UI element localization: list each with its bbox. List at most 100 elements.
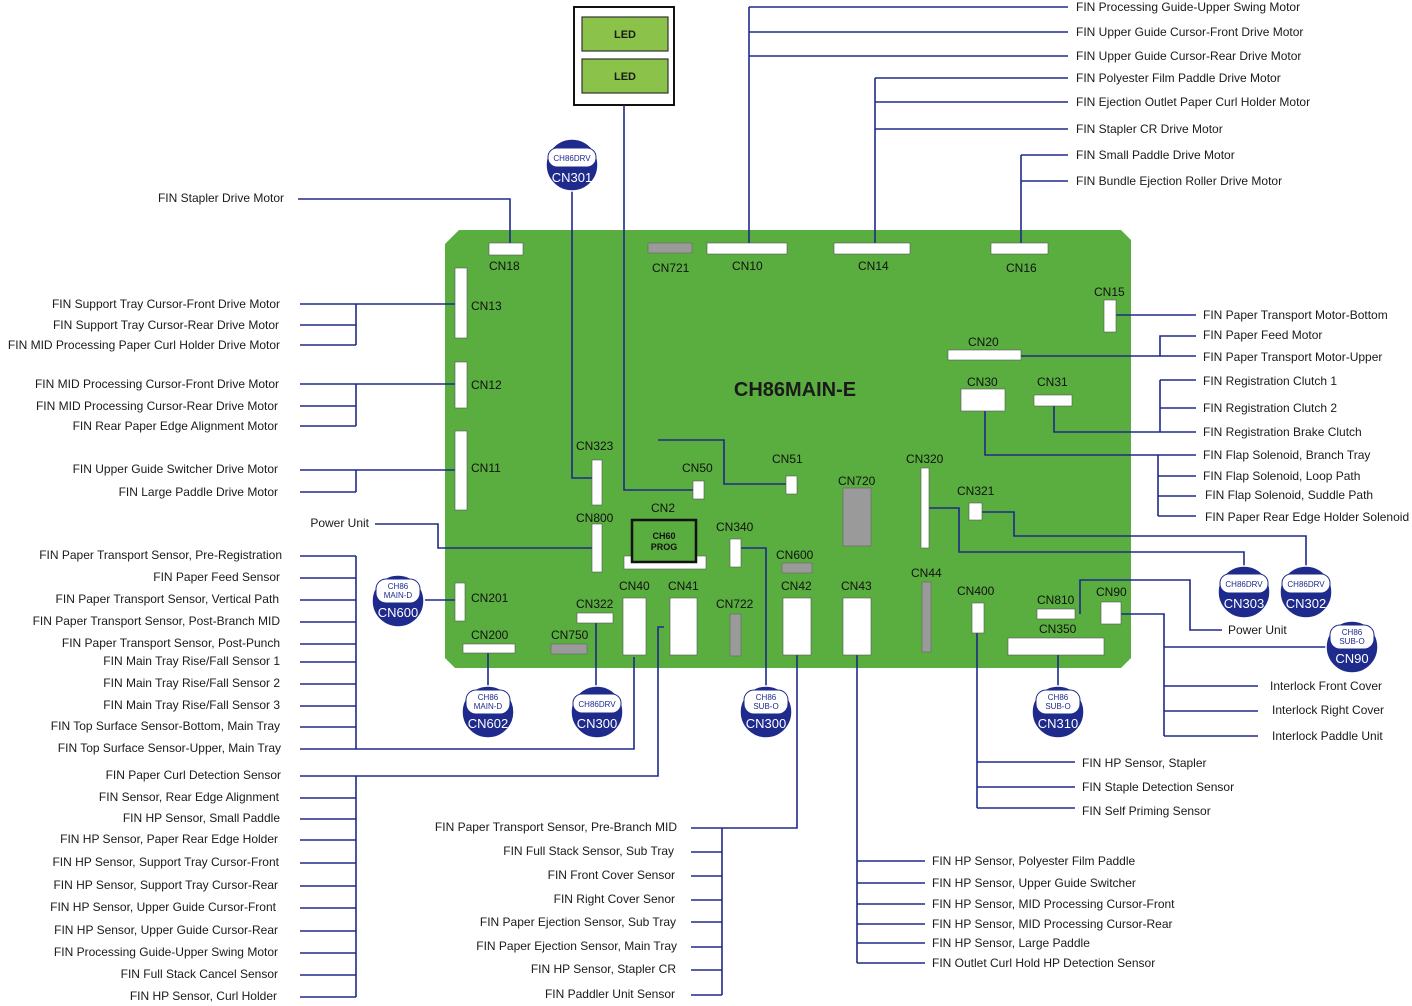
label-cn15: FIN Paper Transport Motor-Bottom: [1203, 308, 1388, 322]
label-cn41-10: FIN HP Sensor, Curl Holder: [130, 989, 277, 1003]
label-cn43-3: FIN HP Sensor, MID Processing Cursor-Rea…: [932, 917, 1173, 931]
label-cn322: CN322: [576, 597, 614, 611]
svg-text:CH86: CH86: [1342, 628, 1363, 637]
label-cn51: CN51: [772, 452, 803, 466]
label-cn31-1: FIN Registration Clutch 2: [1203, 401, 1337, 415]
label-cn40-8: FIN Top Surface Sensor-Bottom, Main Tray: [51, 719, 280, 733]
label-cn30-3: FIN Paper Rear Edge Holder Solenoid: [1205, 510, 1409, 524]
connector-cn30: [960, 388, 1006, 412]
connector-cn750: [550, 643, 588, 655]
connector-cn810: [1036, 608, 1076, 620]
chip-ch60-prog: [630, 518, 698, 564]
chip-label-line1: CH60: [652, 531, 675, 541]
label-power-unit-left: Power Unit: [310, 516, 369, 530]
connector-cn90: [1100, 601, 1122, 625]
label-cn43-2: FIN HP Sensor, MID Processing Cursor-Fro…: [932, 897, 1175, 911]
label-top-right-7: FIN Bundle Ejection Roller Drive Motor: [1076, 174, 1282, 188]
connector-cn400: [971, 602, 985, 634]
connector-cn13: [454, 267, 468, 339]
svg-text:CN302: CN302: [1286, 596, 1326, 611]
label-cn31-2: FIN Registration Brake Clutch: [1203, 425, 1362, 439]
chip-label-line2: PROG: [651, 542, 678, 552]
label-cn41-7: FIN HP Sensor, Upper Guide Cursor-Rear: [54, 923, 278, 937]
connector-cn722: [729, 613, 742, 657]
label-cn20-0: FIN Paper Feed Motor: [1203, 328, 1322, 342]
label-cn12-1: FIN MID Processing Cursor-Rear Drive Mot…: [36, 399, 278, 413]
svg-text:CH86DRV: CH86DRV: [1225, 580, 1263, 589]
label-cn16: CN16: [1006, 261, 1037, 275]
connector-cn721: [647, 242, 693, 254]
connector-cn340: [729, 538, 742, 568]
label-top-right-2: FIN Upper Guide Cursor-Rear Drive Motor: [1076, 49, 1301, 63]
led-panel: LED LED: [573, 6, 675, 106]
svg-text:CH86: CH86: [388, 582, 409, 591]
label-cn40-4: FIN Paper Transport Sensor, Post-Punch: [62, 636, 280, 650]
connector-cn44: [921, 581, 932, 653]
svg-text:SUB-O: SUB-O: [1339, 637, 1364, 646]
label-cn41-0: FIN Paper Curl Detection Sensor: [106, 768, 281, 782]
label-cn11-1: FIN Large Paddle Drive Motor: [119, 485, 278, 499]
label-cn42-6: FIN HP Sensor, Stapler CR: [531, 962, 677, 976]
label-cn42-1: FIN Full Stack Sensor, Sub Tray: [503, 844, 674, 858]
badge-cn300-drv: CH86DRV CN300: [570, 685, 624, 739]
label-cn40-3: FIN Paper Transport Sensor, Post-Branch …: [33, 614, 281, 628]
label-cn350: CN350: [1039, 622, 1077, 636]
svg-text:MAIN-D: MAIN-D: [384, 591, 413, 600]
connector-cn322: [576, 612, 614, 624]
label-cn90: CN90: [1096, 585, 1127, 599]
badge-cn303: CH86DRV CN303: [1217, 565, 1271, 619]
label-cn42-5: FIN Paper Ejection Sensor, Main Tray: [476, 939, 677, 953]
led-label-2: LED: [614, 71, 636, 83]
badge-cn300-sub: CH86 SUB-O CN300: [739, 685, 793, 739]
label-cn722: CN722: [716, 597, 754, 611]
label-cn40-0: FIN Paper Transport Sensor, Pre-Registra…: [39, 548, 282, 562]
connector-cn323: [591, 459, 603, 506]
label-cn12: CN12: [471, 378, 502, 392]
connector-cn31: [1033, 394, 1073, 407]
label-cn42: CN42: [781, 579, 812, 593]
connector-cn10: [706, 242, 788, 255]
connector-cn321: [968, 502, 983, 521]
label-cn42-7: FIN Paddler Unit Sensor: [545, 987, 675, 1001]
svg-text:SUB-O: SUB-O: [1045, 702, 1070, 711]
connector-cn42: [782, 597, 812, 656]
label-cn800: CN800: [576, 511, 614, 525]
label-cn15: CN15: [1094, 285, 1125, 299]
label-cn30-1: FIN Flap Solenoid, Loop Path: [1203, 469, 1360, 483]
svg-text:CN90: CN90: [1335, 651, 1368, 666]
badge-cn310: CH86 SUB-O CN310: [1031, 685, 1085, 739]
label-cn42-2: FIN Front Cover Sensor: [548, 868, 675, 882]
badge-cn602: CH86 MAIN-D CN602: [461, 685, 515, 739]
label-cn41: CN41: [668, 579, 699, 593]
badge-cn301: CH86DRV CN301: [545, 138, 599, 192]
svg-text:CH86: CH86: [1048, 693, 1069, 702]
label-cn41-2: FIN HP Sensor, Small Paddle: [123, 811, 281, 825]
board-title: CH86MAIN-E: [734, 379, 856, 401]
connector-cn41: [669, 597, 698, 656]
label-cn43: CN43: [841, 579, 872, 593]
label-cn31: CN31: [1037, 375, 1068, 389]
label-cn90-0: Interlock Front Cover: [1270, 679, 1382, 693]
connector-cn20: [947, 349, 1022, 361]
led-label-1: LED: [614, 29, 636, 41]
label-cn43-1: FIN HP Sensor, Upper Guide Switcher: [932, 876, 1136, 890]
svg-text:CH86DRV: CH86DRV: [578, 700, 616, 709]
label-cn323: CN323: [576, 439, 614, 453]
connector-cn15: [1103, 299, 1117, 333]
label-cn42-3: FIN Right Cover Senor: [554, 892, 675, 906]
connector-cn800: [591, 523, 603, 573]
label-top-right-1: FIN Upper Guide Cursor-Front Drive Motor: [1076, 25, 1303, 39]
label-cn400: CN400: [957, 584, 995, 598]
label-power-unit-right: Power Unit: [1228, 623, 1287, 637]
connector-cn50: [692, 480, 705, 500]
label-cn40: CN40: [619, 579, 650, 593]
label-cn12-0: FIN MID Processing Cursor-Front Drive Mo…: [35, 377, 279, 391]
label-cn40-7: FIN Main Tray Rise/Fall Sensor 3: [103, 698, 280, 712]
label-cn201: CN201: [471, 591, 509, 605]
label-cn720: CN720: [838, 474, 876, 488]
label-cn2: CN2: [651, 501, 675, 515]
connector-labels: CN18 CN721 CN10 CN14 CN16 CN13 CN12 CN11…: [471, 259, 1127, 642]
connector-cn18: [488, 242, 524, 256]
label-cn721: CN721: [652, 261, 690, 275]
svg-text:CH86DRV: CH86DRV: [553, 154, 591, 163]
